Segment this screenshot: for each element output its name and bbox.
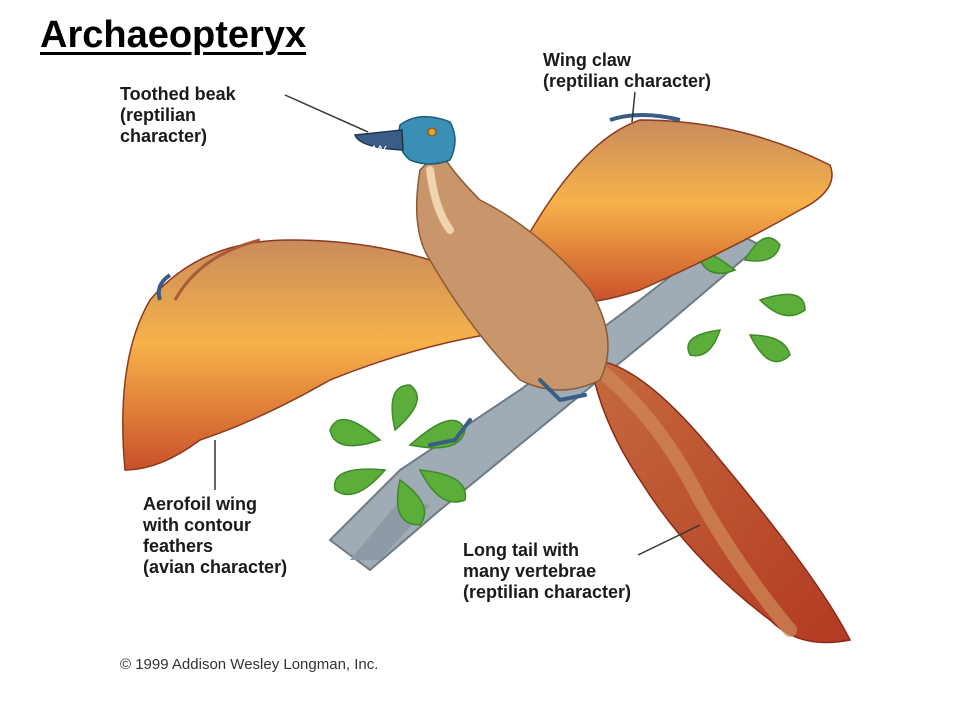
left-wing (122, 238, 521, 471)
right-wing (519, 113, 833, 305)
leader-lines (214, 91, 701, 556)
head (398, 116, 456, 165)
feet (428, 378, 587, 447)
label-long-tail: Long tail with many vertebrae (reptilian… (463, 540, 632, 602)
label-wing-claw: Wing claw (reptilian character) (543, 50, 712, 91)
copyright-notice: © 1999 Addison Wesley Longman, Inc. (120, 656, 379, 673)
toothed-beak (353, 129, 404, 153)
label-aerofoil-wing: Aerofoil wing with contour feathers (avi… (143, 494, 288, 577)
tail (589, 359, 852, 644)
page-title: Archaeopteryx (40, 14, 307, 56)
body (415, 148, 609, 391)
label-toothed-beak: Toothed beak (reptilian character) (120, 84, 236, 146)
